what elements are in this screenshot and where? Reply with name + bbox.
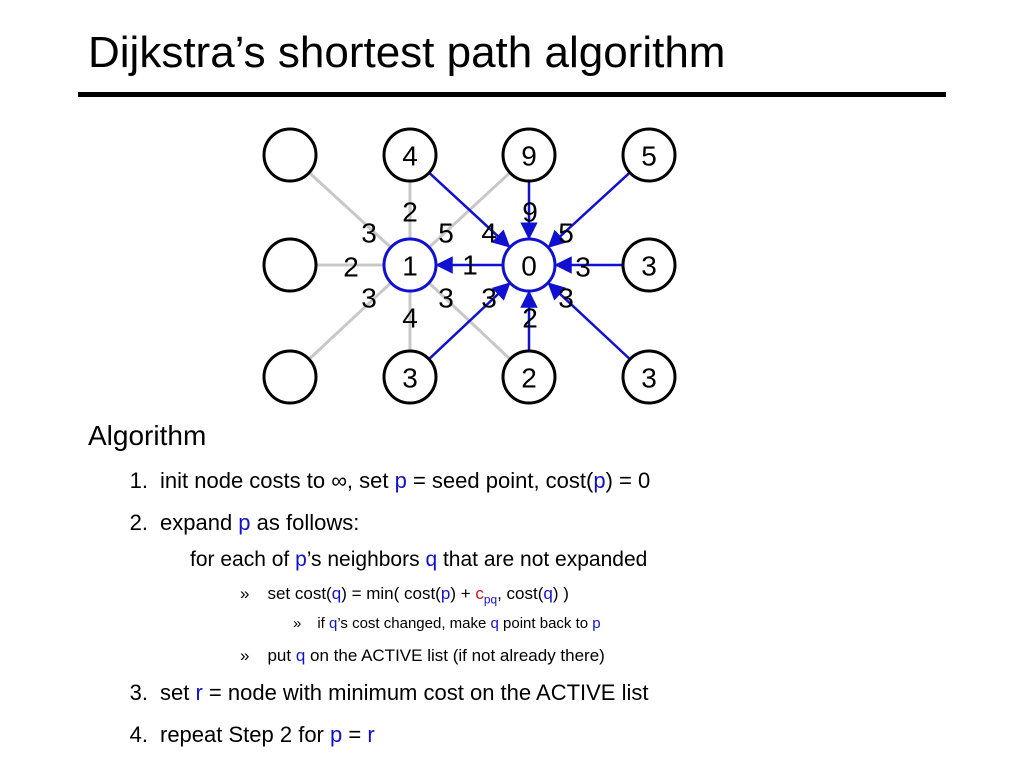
- step-number: 3.: [129, 680, 148, 705]
- edge-weight: 3: [361, 218, 377, 249]
- edge-b1-m2: [428, 282, 511, 361]
- slide-title: Dijkstra’s shortest path algorithm: [88, 28, 726, 77]
- node-label-b1: 3: [402, 363, 418, 394]
- edge-weight: 2: [343, 252, 359, 283]
- graph-node-tl: [262, 127, 318, 183]
- step-number: 1.: [129, 468, 148, 493]
- node-label-t3: 5: [641, 141, 657, 172]
- edge-weight: 2: [522, 303, 538, 334]
- sub-bullet-put-active: »put q on the ACTIVE list (if not alread…: [240, 646, 605, 665]
- graph-node-m3: [621, 237, 677, 293]
- bullet-marker: »: [240, 584, 250, 603]
- sub-sub-bullet-point-back: »if q’s cost changed, make q point back …: [293, 615, 601, 632]
- graph-node-m2: [501, 237, 557, 293]
- step-2-sub: for each of p’s neighbors q that are not…: [190, 548, 648, 571]
- edge-weight: 3: [438, 283, 454, 314]
- edge-weight: 3: [361, 283, 377, 314]
- edge-weight: 5: [558, 218, 574, 249]
- edge-weight: 9: [522, 197, 538, 228]
- bullet-marker: »: [293, 615, 302, 632]
- node-label-t2: 9: [521, 141, 537, 172]
- graph-node-m1: [382, 237, 438, 293]
- edge-t3-m2: [547, 171, 631, 248]
- edge-weight: 4: [402, 303, 418, 334]
- node-label-m1: 1: [402, 251, 418, 282]
- step-number: 4.: [129, 722, 148, 747]
- node-label-t1: 4: [402, 141, 418, 172]
- sub-bullet-set-cost: »set cost(q) = min( cost(p) + cpq, cost(…: [240, 584, 569, 607]
- edge-weight: 1: [462, 250, 478, 281]
- edge-weight: 3: [558, 283, 574, 314]
- edge-weight: 2: [402, 197, 418, 228]
- edge-t1-m2: [428, 171, 511, 248]
- algorithm-heading: Algorithm: [88, 420, 207, 451]
- step-text: expand p as follows:: [160, 510, 360, 535]
- infinity-symbol: ∞: [331, 468, 347, 493]
- edge-weight: 4: [481, 218, 497, 249]
- bullet-marker: »: [240, 646, 250, 665]
- graph-node-t3: [621, 127, 677, 183]
- graph-node-ml: [262, 237, 318, 293]
- graph-node-bl: [262, 349, 318, 405]
- graph-node-t1: [382, 127, 438, 183]
- title-underline: [78, 92, 946, 97]
- step-2: 2. expand p as follows:: [118, 510, 878, 540]
- node-label-m3: 3: [641, 251, 657, 282]
- graph-node-b2: [501, 349, 557, 405]
- graph-node-t2: [501, 127, 557, 183]
- edge-b3-m2: [547, 282, 631, 361]
- edge-weight: 5: [438, 218, 454, 249]
- node-label-m2: 0: [521, 251, 537, 282]
- step-3: 3. set r = node with minimum cost on the…: [118, 680, 878, 710]
- step-text: set r = node with minimum cost on the AC…: [160, 680, 649, 705]
- step-text: init node costs to ∞, set p = seed point…: [160, 468, 651, 493]
- graph-node-b3: [621, 349, 677, 405]
- step-text: repeat Step 2 for p = r: [160, 722, 375, 747]
- node-label-b2: 2: [521, 363, 537, 394]
- edge-weight: 3: [575, 252, 591, 283]
- step-4: 4. repeat Step 2 for p = r: [118, 722, 878, 752]
- step-1: 1. init node costs to ∞, set p = seed po…: [118, 468, 878, 498]
- graph-node-b1: [382, 349, 438, 405]
- node-label-b3: 3: [641, 363, 657, 394]
- edge-weight: 3: [481, 283, 497, 314]
- step-number: 2.: [129, 510, 148, 535]
